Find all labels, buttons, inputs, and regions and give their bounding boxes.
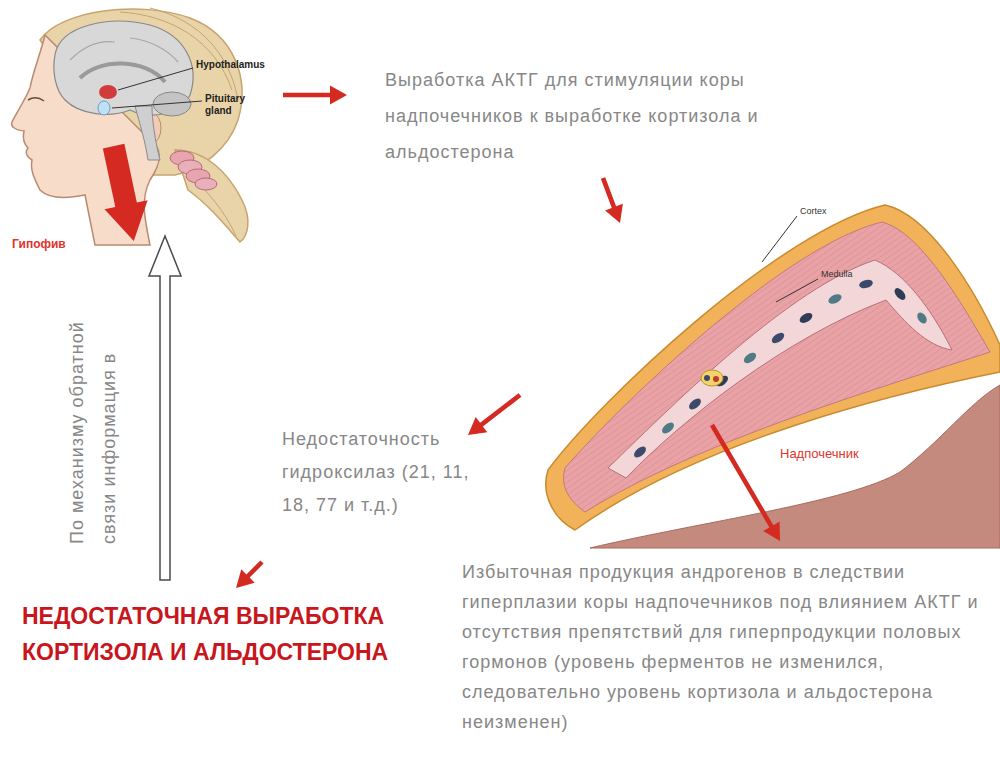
part-label: Medulla bbox=[821, 269, 853, 280]
cell bbox=[892, 286, 907, 302]
process-text: Недостаточность гидроксилаз (21, 11, 18,… bbox=[282, 423, 472, 522]
cell bbox=[915, 311, 928, 325]
cell bbox=[687, 396, 703, 411]
flow-arrow bbox=[283, 86, 347, 105]
feedback-arrow bbox=[149, 236, 181, 580]
cell bbox=[632, 444, 648, 459]
cell bbox=[827, 292, 843, 305]
cell bbox=[858, 278, 874, 289]
edge-label: По механизму обратной связи информация в bbox=[61, 284, 125, 544]
eye bbox=[28, 98, 44, 101]
organ-label: Надпочечник bbox=[780, 446, 859, 461]
leader-line bbox=[776, 279, 818, 302]
organ-label: Гипофив bbox=[12, 237, 66, 251]
flow-arrow bbox=[710, 424, 780, 541]
adrenal-medulla bbox=[608, 260, 952, 478]
arrow-shape bbox=[601, 177, 623, 223]
hypothalamus bbox=[99, 85, 117, 99]
vessel bbox=[701, 370, 723, 386]
leader-line bbox=[112, 101, 202, 108]
result-text: НЕДОСТАТОЧНАЯ ВЫРАБОТКА КОРТИЗОЛА И АЛЬД… bbox=[22, 598, 452, 670]
down-arrow bbox=[92, 142, 155, 246]
process-text: Выработка АКТГ для стимуляции коры надпо… bbox=[385, 62, 825, 170]
medulla-cells bbox=[632, 278, 929, 459]
cell bbox=[798, 311, 814, 325]
cell bbox=[742, 351, 758, 366]
flow-arrow bbox=[468, 393, 521, 435]
vessel-lumen bbox=[704, 375, 710, 381]
part-label: Hypothalamus bbox=[196, 59, 265, 71]
adrenal-figure bbox=[546, 205, 1000, 548]
brainstem bbox=[135, 106, 160, 160]
arrow-shape bbox=[710, 424, 780, 541]
note-text: Избыточная продукция андрогенов в следст… bbox=[462, 557, 997, 737]
result-text: НЕДОСТАТОЧНАЯ ВЫРАБОТКА КОРТИЗОЛА И АЛЬД… bbox=[22, 598, 452, 670]
flow-arrow bbox=[601, 177, 623, 223]
process-text: Недостаточность гидроксилаз (21, 11, 18,… bbox=[282, 423, 472, 522]
note-text: Избыточная продукция андрогенов в следст… bbox=[462, 557, 997, 737]
head-figure bbox=[12, 8, 248, 246]
scrunchie bbox=[195, 178, 217, 190]
brain-fold bbox=[70, 38, 178, 62]
cortex-striations bbox=[564, 222, 990, 512]
leader-line bbox=[762, 216, 797, 262]
flow-arrow bbox=[236, 560, 264, 588]
adrenal-cortex bbox=[564, 222, 990, 512]
brain-fold bbox=[80, 63, 165, 82]
cell bbox=[660, 420, 676, 435]
adrenal-illustration-node: CortexMedullaНадпочечник bbox=[540, 205, 1000, 540]
arrow-shape bbox=[236, 560, 264, 588]
head-illustration-node: HypothalamusPituitary glandГипофив bbox=[0, 0, 275, 258]
brain bbox=[54, 21, 193, 115]
leader-line bbox=[118, 68, 193, 90]
vessel-lumen bbox=[713, 376, 719, 382]
arrow-shape bbox=[468, 393, 521, 435]
process-text: Выработка АКТГ для стимуляции коры надпо… bbox=[385, 62, 825, 170]
adrenal-capsule bbox=[546, 205, 1000, 530]
ponytail bbox=[175, 150, 248, 242]
part-label: Pituitary gland bbox=[205, 93, 261, 117]
arrow-shape bbox=[149, 236, 181, 580]
pituitary bbox=[98, 101, 110, 115]
arrow-shape bbox=[283, 86, 347, 105]
cell bbox=[770, 331, 786, 345]
part-label: Cortex bbox=[800, 206, 827, 217]
